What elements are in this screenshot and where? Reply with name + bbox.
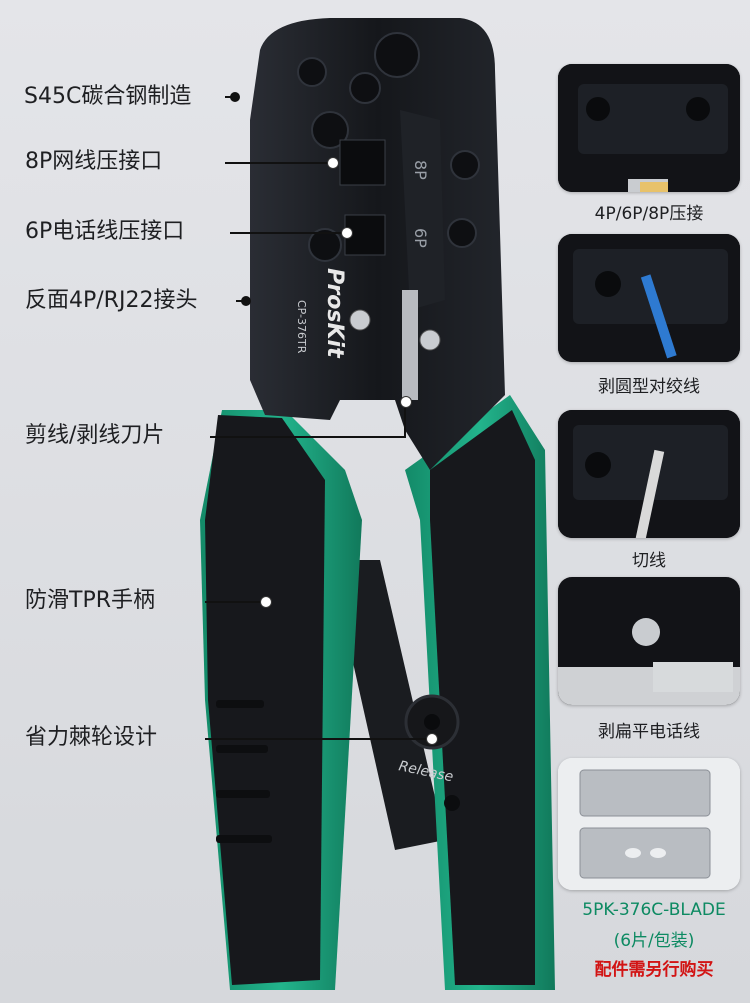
callout-handle: 防滑TPR手柄 (25, 588, 155, 613)
blade-note: 配件需另行购买 (594, 960, 714, 980)
callout-steel: S45C碳合钢制造 (24, 84, 192, 109)
leader-line (205, 738, 430, 740)
panel-caption-strip-round: 剥圆型对绞线 (598, 377, 700, 397)
leader-dot (426, 733, 438, 745)
leader-dot (230, 92, 240, 102)
crimp-slot-8p (339, 139, 386, 186)
leader-line (225, 162, 330, 164)
leader-dot (260, 596, 272, 608)
leader-dot (327, 157, 339, 169)
model-number: CP-376TR (295, 300, 308, 354)
panel-crimp (558, 64, 740, 192)
callout-blade: 剪线/剥线刀片 (25, 423, 165, 448)
leader-dot (241, 296, 251, 306)
leader-dot (400, 396, 412, 408)
eight-p-mark: 8P (411, 160, 430, 180)
panel-cut (558, 410, 740, 538)
leader-dot (341, 227, 353, 239)
leader-line (205, 601, 263, 603)
right-handle-grip (430, 410, 535, 985)
leader-line (404, 400, 406, 438)
callout-8p: 8P网线压接口 (25, 149, 163, 174)
callout-6p: 6P电话线压接口 (25, 219, 185, 244)
panel-caption-crimp: 4P/6P/8P压接 (594, 204, 704, 224)
brand-logo: ProsKit (322, 268, 347, 359)
panel-caption-cut: 切线 (632, 551, 666, 571)
panel-caption-strip-flat: 剥扁平电话线 (598, 722, 700, 742)
lever-arm (330, 560, 445, 850)
panel-strip-round (558, 234, 740, 362)
callout-ratchet: 省力棘轮设计 (25, 725, 158, 750)
blade (402, 290, 418, 400)
crimping-tool-image: 8P 6P ProsKit CP-376TR Release (200, 18, 555, 990)
leader-line (210, 436, 406, 438)
six-p-mark: 6P (411, 228, 430, 248)
callout-rj22: 反面4P/RJ22接头 (25, 288, 198, 313)
blade-qty: (6片/包装) (613, 931, 695, 951)
blade-code: 5PK-376C-BLADE (582, 900, 726, 920)
panel-strip-flat (558, 577, 740, 705)
leader-line (230, 232, 345, 234)
panel-blade (558, 758, 740, 890)
